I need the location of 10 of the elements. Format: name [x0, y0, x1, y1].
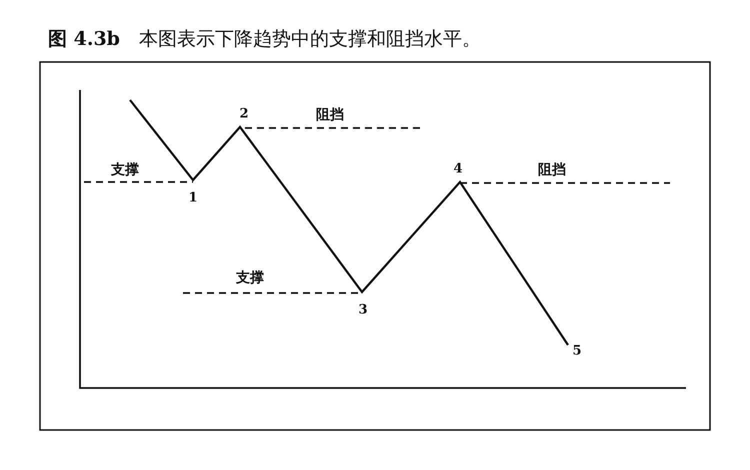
level-label: 阻挡	[316, 106, 344, 124]
point-number: 2	[239, 106, 249, 122]
point-number: 1	[188, 190, 198, 206]
point-number: 3	[358, 302, 368, 318]
level-label: 阻挡	[538, 161, 566, 179]
point-number: 4	[453, 162, 463, 176]
level-label: 支撑	[111, 161, 139, 179]
point-number: 5	[572, 344, 582, 358]
figure-title: 图 4.3b 本图表示下降趋势中的支撑和阻挡水平。	[48, 27, 481, 52]
level-label: 支撑	[236, 269, 264, 287]
